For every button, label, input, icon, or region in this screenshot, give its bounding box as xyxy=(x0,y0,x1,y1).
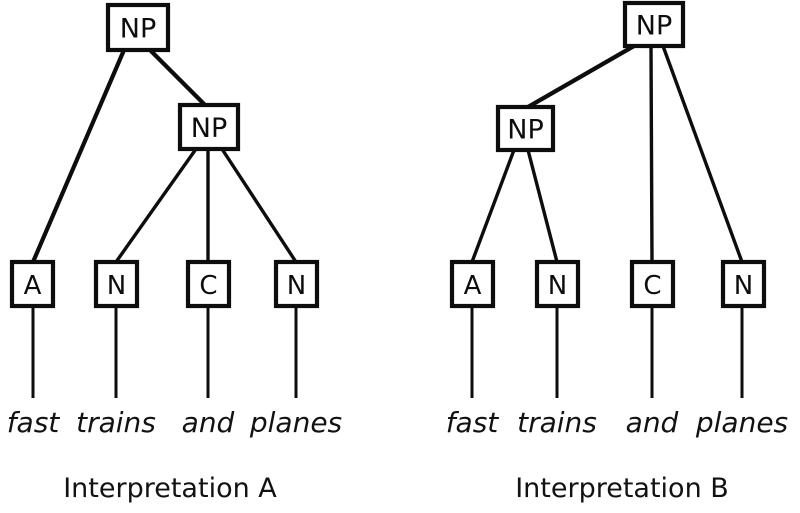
node-label: A xyxy=(24,271,42,301)
node-label: NP xyxy=(120,14,156,45)
node-label: C xyxy=(643,271,661,301)
node-label: N xyxy=(548,271,567,301)
node-box xyxy=(622,0,686,49)
tree-edge xyxy=(649,45,654,263)
tree-edge xyxy=(526,44,636,109)
node-box xyxy=(449,259,496,309)
tree-node-np[interactable]: NP xyxy=(105,2,171,53)
node-label: N xyxy=(734,271,753,301)
tree-caption: Interpretation B xyxy=(515,473,729,504)
tree-node-n[interactable]: N xyxy=(93,259,140,309)
tree-node-np[interactable]: NP xyxy=(177,102,241,152)
node-label: C xyxy=(199,271,217,301)
node-box xyxy=(93,259,140,309)
node-box xyxy=(273,259,320,309)
node-box xyxy=(495,104,556,153)
leaf-word: and xyxy=(626,406,679,439)
tree-nodes-group: NP NP A N C N NP NP A N C N xyxy=(9,0,767,309)
node-box xyxy=(534,259,581,309)
node-box xyxy=(177,102,241,152)
node-label: NP xyxy=(191,113,227,144)
leaf-word: and xyxy=(182,406,235,439)
leaf-words-group: fast trains and planes fast trains and planes xyxy=(7,406,788,439)
tree-edge xyxy=(661,45,744,263)
tree-edge xyxy=(31,49,126,263)
tree-edge xyxy=(470,149,516,263)
node-label: NP xyxy=(507,115,543,146)
tree-edge xyxy=(148,48,207,107)
tree-node-n[interactable]: N xyxy=(534,259,581,309)
leaf-word: fast xyxy=(446,406,500,439)
tree-node-n[interactable]: N xyxy=(273,259,320,309)
node-box xyxy=(629,259,676,309)
node-box xyxy=(720,259,767,309)
node-label: A xyxy=(464,271,482,301)
tree-node-a[interactable]: A xyxy=(9,259,56,309)
tree-node-np[interactable]: NP xyxy=(622,0,686,49)
leaf-word: trains xyxy=(76,406,156,439)
tree-node-c[interactable]: C xyxy=(185,259,232,309)
tree-edge xyxy=(526,149,559,263)
node-label: N xyxy=(287,271,306,301)
leaf-word: planes xyxy=(695,406,788,439)
leaf-word: fast xyxy=(7,406,61,439)
tree-node-np[interactable]: NP xyxy=(495,104,556,153)
node-label: N xyxy=(107,271,126,301)
node-box xyxy=(105,2,171,53)
node-label: NP xyxy=(636,11,672,42)
tree-caption: Interpretation A xyxy=(63,473,277,504)
tree-edge xyxy=(220,148,298,263)
tree-captions-group: Interpretation A Interpretation B xyxy=(63,473,729,504)
tree-node-n[interactable]: N xyxy=(720,259,767,309)
tree-edges-group xyxy=(31,44,744,263)
leaf-stems-group xyxy=(31,306,744,398)
leaf-word: trains xyxy=(517,406,597,439)
tree-edge xyxy=(114,148,198,263)
tree-node-a[interactable]: A xyxy=(449,259,496,309)
leaf-word: planes xyxy=(249,406,342,439)
node-box xyxy=(185,259,232,309)
tree-node-c[interactable]: C xyxy=(629,259,676,309)
node-box xyxy=(9,259,56,309)
